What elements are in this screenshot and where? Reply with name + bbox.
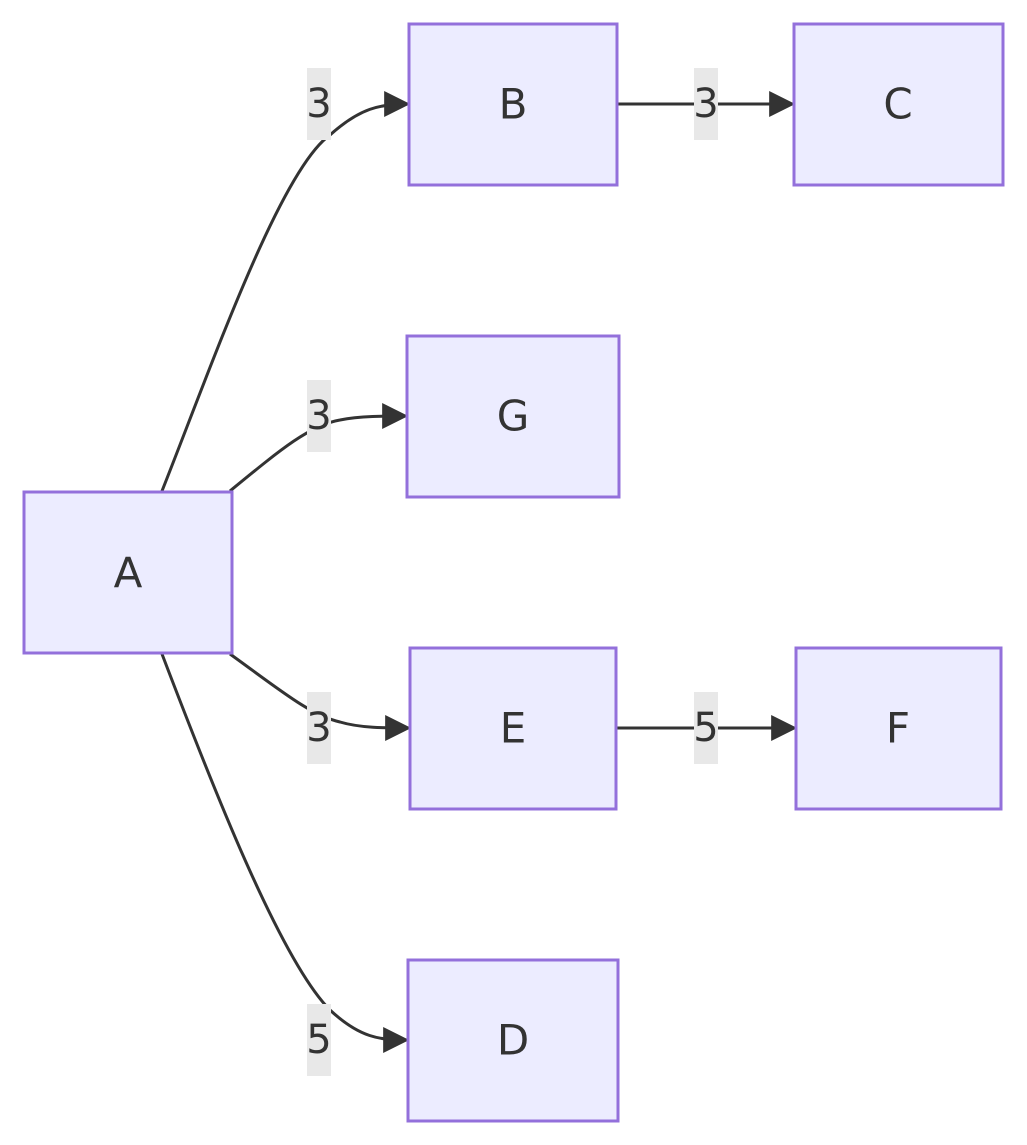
nodes: A B C G E F D xyxy=(22,22,1005,1123)
svg-text:3: 3 xyxy=(306,81,331,127)
svg-text:5: 5 xyxy=(306,1017,331,1063)
node-d-label: D xyxy=(497,1016,529,1065)
node-d[interactable]: D xyxy=(406,958,620,1123)
node-b-label: B xyxy=(499,80,528,129)
svg-text:5: 5 xyxy=(693,705,718,751)
edge-a-g xyxy=(229,403,409,493)
edge-label-a-e: 3 xyxy=(306,692,332,764)
edge-a-b xyxy=(160,91,411,492)
edge-label-a-d: 5 xyxy=(306,1004,332,1076)
edge-label-a-g: 3 xyxy=(306,380,332,452)
svg-text:3: 3 xyxy=(306,705,331,751)
node-c-label: C xyxy=(883,80,912,129)
edge-a-e xyxy=(229,652,412,741)
node-g-label: G xyxy=(497,392,530,441)
edge-label-b-c: 3 xyxy=(693,68,719,140)
node-f-label: F xyxy=(886,704,910,753)
svg-text:3: 3 xyxy=(693,81,718,127)
node-b[interactable]: B xyxy=(407,22,619,187)
edge-labels: 3 3 3 3 5 5 xyxy=(306,68,719,1076)
node-f[interactable]: F xyxy=(794,646,1003,811)
node-g[interactable]: G xyxy=(405,334,621,499)
node-e-label: E xyxy=(500,704,527,753)
edge-label-a-b: 3 xyxy=(306,68,332,140)
node-a-label: A xyxy=(114,549,143,598)
node-c[interactable]: C xyxy=(792,22,1005,187)
edges xyxy=(160,91,798,1053)
node-e[interactable]: E xyxy=(408,646,618,811)
node-a[interactable]: A xyxy=(22,490,234,655)
svg-text:3: 3 xyxy=(306,393,331,439)
edge-label-e-f: 5 xyxy=(693,692,719,764)
edge-a-d xyxy=(160,653,410,1053)
